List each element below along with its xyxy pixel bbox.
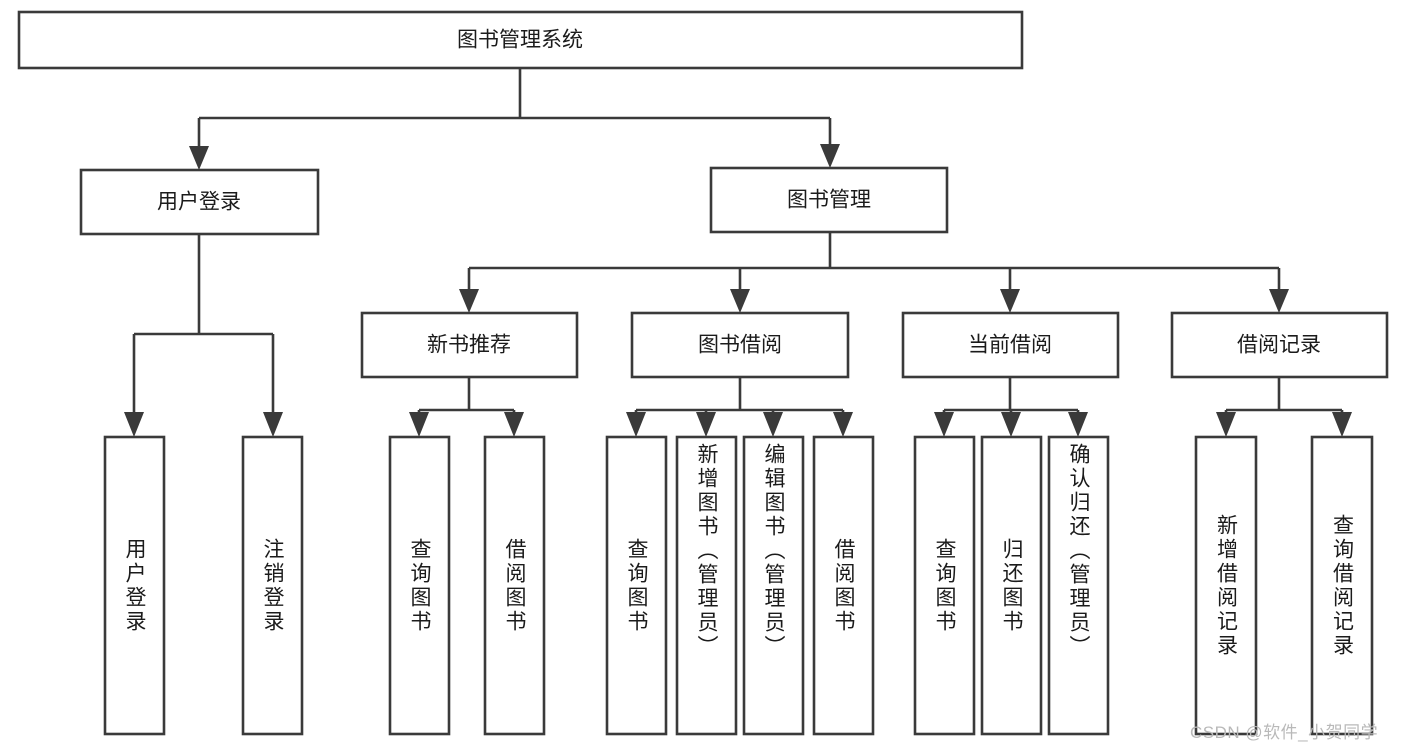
node-leaf-user-login-box[interactable] [103, 435, 166, 736]
node-borrow-record[interactable]: 借阅记录 [1170, 311, 1389, 379]
csdn-watermark: CSDN @软件_小贺同学 [1190, 723, 1379, 742]
arrowhead-new-book-recommend [459, 289, 479, 313]
node-new-book-recommend-box[interactable] [360, 311, 579, 379]
node-leaf-add-record-box[interactable] [1194, 435, 1258, 736]
node-current-borrow[interactable]: 当前借阅 [901, 311, 1120, 379]
arrowhead-borrow-record [1269, 289, 1289, 313]
arrowhead-leaf-add-record [1216, 412, 1236, 437]
node-leaf-confirm-return-box[interactable] [1047, 435, 1110, 736]
node-user-login[interactable]: 用户登录 [79, 168, 320, 236]
node-leaf-user-logout-box[interactable] [241, 435, 304, 736]
arrowheads-layer [124, 144, 1352, 437]
node-book-manage[interactable]: 图书管理 [709, 166, 949, 234]
arrowhead-current-borrow [1000, 289, 1020, 313]
node-current-borrow-label: 当前借阅 [968, 334, 1052, 357]
arrowhead-book-borrow [730, 289, 750, 313]
arrowhead-leaf-borrow-book-2 [833, 412, 853, 437]
node-root-label: 图书管理系统 [457, 29, 583, 52]
arrowhead-leaf-borrow-book-1 [504, 412, 524, 437]
arrowhead-leaf-return-book [1001, 412, 1021, 437]
node-current-borrow-box[interactable] [901, 311, 1120, 379]
arrowhead-leaf-confirm-return [1068, 412, 1088, 437]
node-borrow-record-box[interactable] [1170, 311, 1389, 379]
node-leaf-query-book-2-box[interactable] [605, 435, 668, 736]
node-root-box[interactable] [17, 10, 1024, 70]
node-new-book-recommend-label: 新书推荐 [427, 334, 511, 357]
node-book-borrow-label: 图书借阅 [698, 334, 782, 357]
arrowhead-leaf-query-record [1332, 412, 1352, 437]
node-leaf-add-book-box[interactable] [675, 435, 738, 736]
nodes-layer: 图书管理系统 用户登录 图书管理 新书推荐 图书借阅 [17, 10, 1389, 736]
node-leaf-query-book-3-box[interactable] [913, 435, 976, 736]
node-leaf-query-book-1-box[interactable] [388, 435, 451, 736]
node-leaf-query-record-box[interactable] [1310, 435, 1374, 736]
node-book-manage-label: 图书管理 [787, 189, 871, 212]
node-book-borrow[interactable]: 图书借阅 [630, 311, 850, 379]
node-book-manage-box[interactable] [709, 166, 949, 234]
arrowhead-leaf-query-book-1 [409, 412, 429, 437]
node-leaf-borrow-book-2-box[interactable] [812, 435, 875, 736]
arrowhead-leaf-user-logout [263, 412, 283, 437]
node-root[interactable]: 图书管理系统 [17, 10, 1024, 70]
node-leaf-borrow-book-1-box[interactable] [483, 435, 546, 736]
arrowhead-leaf-edit-book [763, 412, 783, 437]
node-leaf-return-book-box[interactable] [980, 435, 1043, 736]
node-user-login-label: 用户登录 [157, 191, 241, 214]
arrowhead-book-manage [820, 144, 840, 168]
node-user-login-box[interactable] [79, 168, 320, 236]
node-new-book-recommend[interactable]: 新书推荐 [360, 311, 579, 379]
arrowhead-user-login [189, 146, 209, 170]
node-leaf-edit-book-box[interactable] [742, 435, 805, 736]
node-borrow-record-label: 借阅记录 [1237, 334, 1321, 357]
arrowhead-leaf-query-book-2 [626, 412, 646, 437]
arrowhead-leaf-user-login [124, 412, 144, 437]
node-book-borrow-box[interactable] [630, 311, 850, 379]
arrowhead-leaf-query-book-3 [934, 412, 954, 437]
arrowhead-leaf-add-book [696, 412, 716, 437]
